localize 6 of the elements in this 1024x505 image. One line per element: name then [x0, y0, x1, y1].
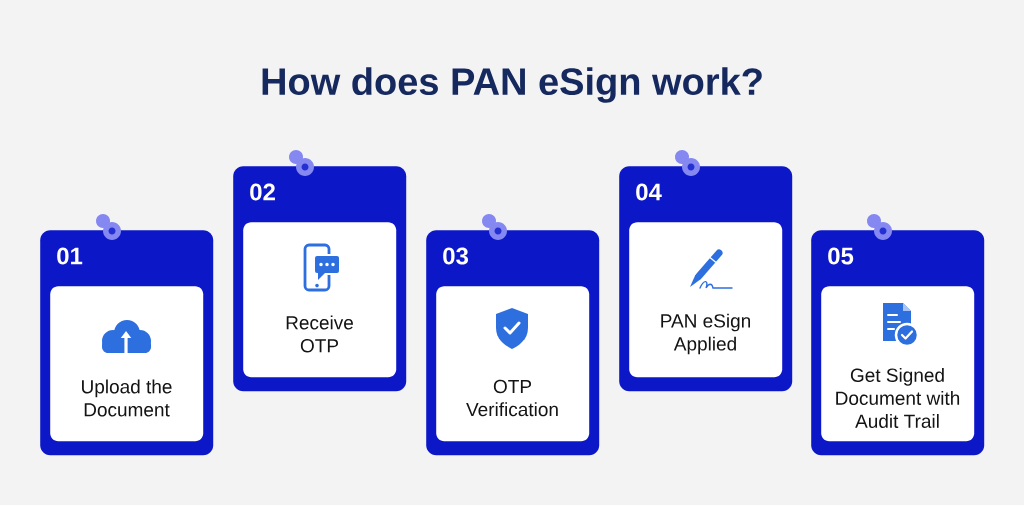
step-box: OTP Verification	[436, 286, 590, 442]
step-box: PAN eSign Applied	[629, 222, 783, 378]
step-box: Receive OTP	[243, 222, 397, 378]
title: How does PAN eSign work?	[262, 67, 762, 103]
step-box: Get Signed Document with Audit Trail	[821, 286, 975, 442]
step-box: Upload the Document	[50, 286, 204, 442]
